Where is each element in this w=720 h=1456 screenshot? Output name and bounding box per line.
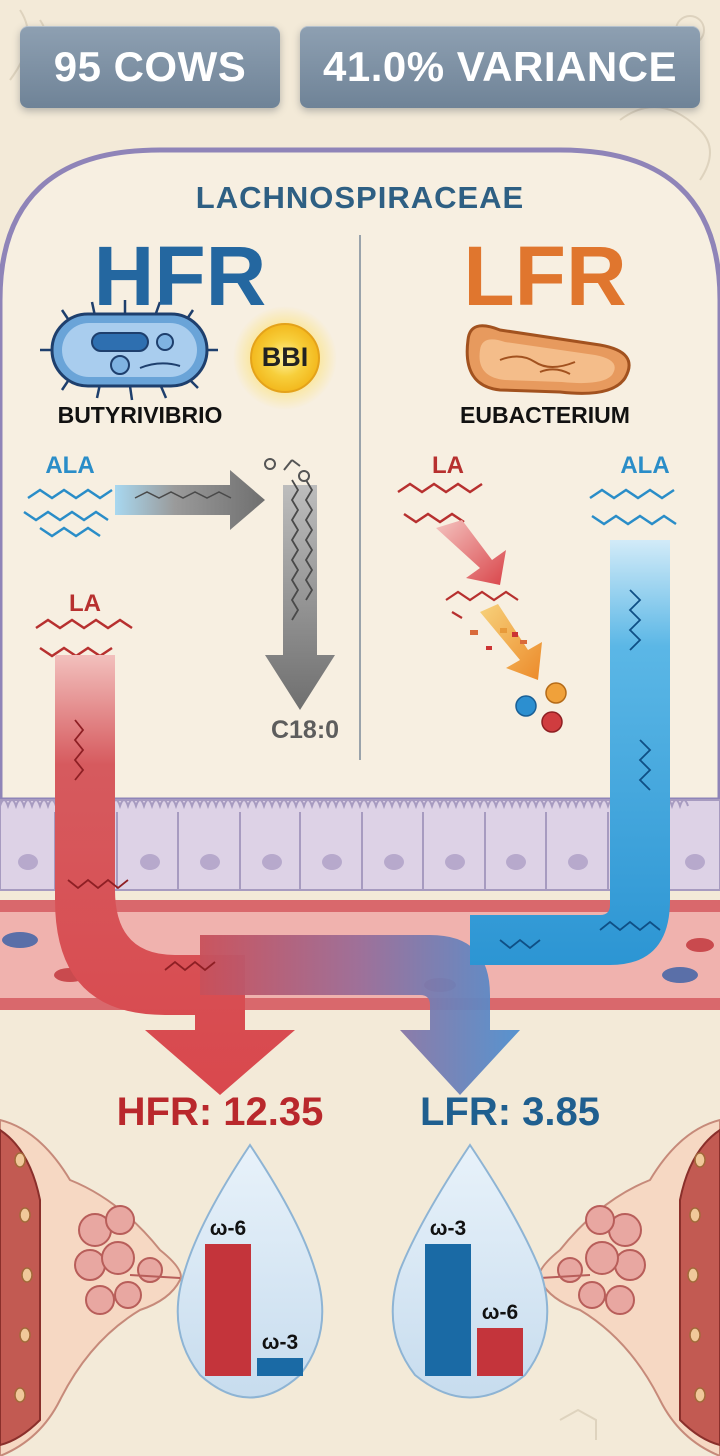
lfr-ratio-result: LFR: 3.85	[400, 1090, 620, 1135]
bbi-label: BBI	[243, 342, 327, 373]
la-label-right: LA	[418, 452, 478, 480]
hfr-bar-primary	[205, 1244, 251, 1376]
hfr-bar-label-primary: ω-6	[198, 1217, 258, 1241]
udder-right-illustration	[539, 1120, 720, 1456]
cow-count-badge: 95 COWS	[20, 26, 280, 108]
family-label: LACHNOSPIRACEAE	[0, 180, 720, 216]
hfr-title: HFR	[30, 228, 330, 325]
la-label-left: LA	[55, 590, 115, 618]
variance-badge: 41.0% VARIANCE	[300, 26, 700, 108]
eubacterium-label: EUBACTERIUM	[430, 402, 660, 429]
hfr-ratio-result: HFR: 12.35	[95, 1090, 345, 1135]
hfr-bar-label-secondary: ω-3	[250, 1331, 310, 1355]
lfr-bar-secondary	[477, 1328, 523, 1376]
lfr-bar-primary	[425, 1244, 471, 1376]
lfr-bar-label-primary: ω-3	[418, 1217, 478, 1241]
udder-left-illustration	[0, 1120, 181, 1456]
lfr-title: LFR	[395, 228, 695, 325]
butyrivibrio-label: BUTYRIVIBRIO	[20, 402, 260, 429]
ala-label-right: ALA	[600, 452, 690, 480]
hfr-bar-secondary	[257, 1358, 303, 1376]
stearic-acid-label: C18:0	[240, 716, 370, 745]
lfr-bar-label-secondary: ω-6	[470, 1301, 530, 1325]
ala-label-left: ALA	[30, 452, 110, 480]
